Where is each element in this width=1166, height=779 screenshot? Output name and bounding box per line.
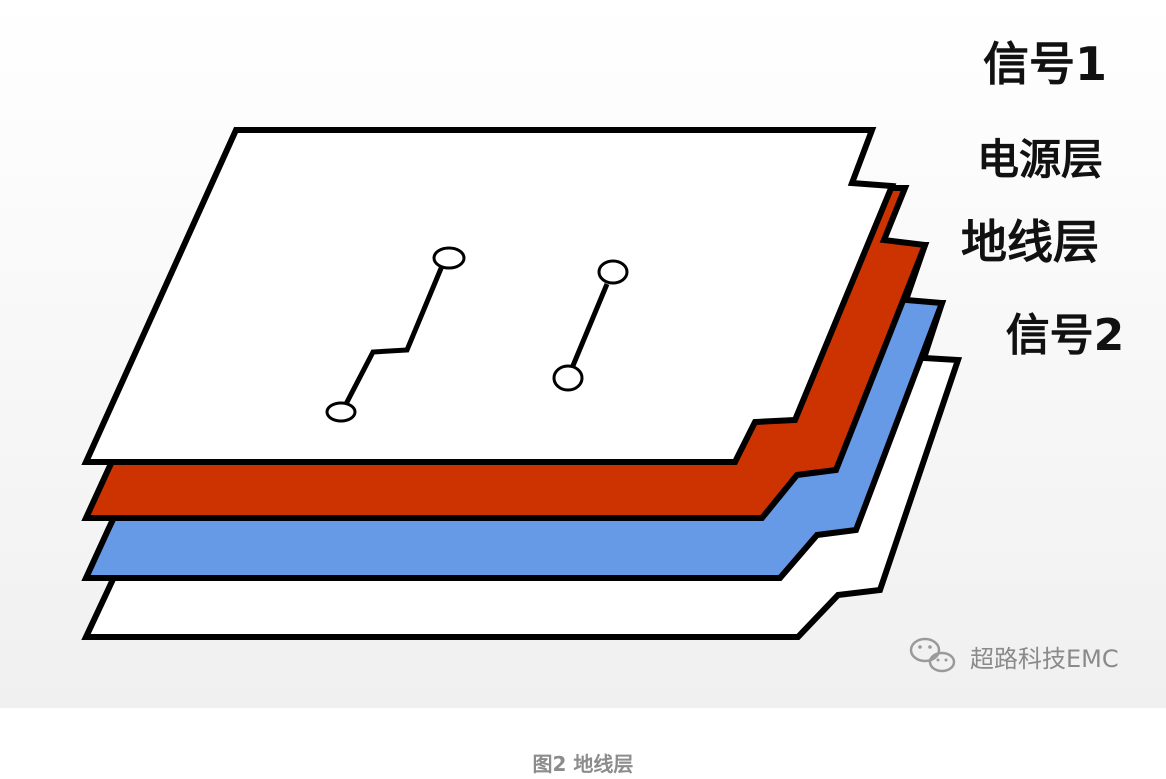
signal1-layer: [81, 127, 897, 465]
label-power: 电源层: [977, 135, 1103, 184]
label-signal1: 信号1: [983, 37, 1107, 91]
trace-2: [569, 283, 610, 369]
trace-1: [343, 265, 445, 406]
via-pad: [552, 364, 584, 392]
label-signal2: 信号2: [1006, 310, 1125, 361]
via-pad: [432, 246, 466, 270]
label-ground: 地线层: [961, 215, 1099, 269]
via-pad: [325, 401, 357, 423]
pcb-layer-diagram: 信号1 电源层 地线层 信号2 超路科技EMC: [0, 0, 1166, 708]
figure-caption: 图2 地线层: [532, 752, 634, 776]
watermark-text: 超路科技EMC: [970, 645, 1119, 673]
wechat-icon: [909, 637, 956, 673]
via-pad: [597, 259, 629, 285]
